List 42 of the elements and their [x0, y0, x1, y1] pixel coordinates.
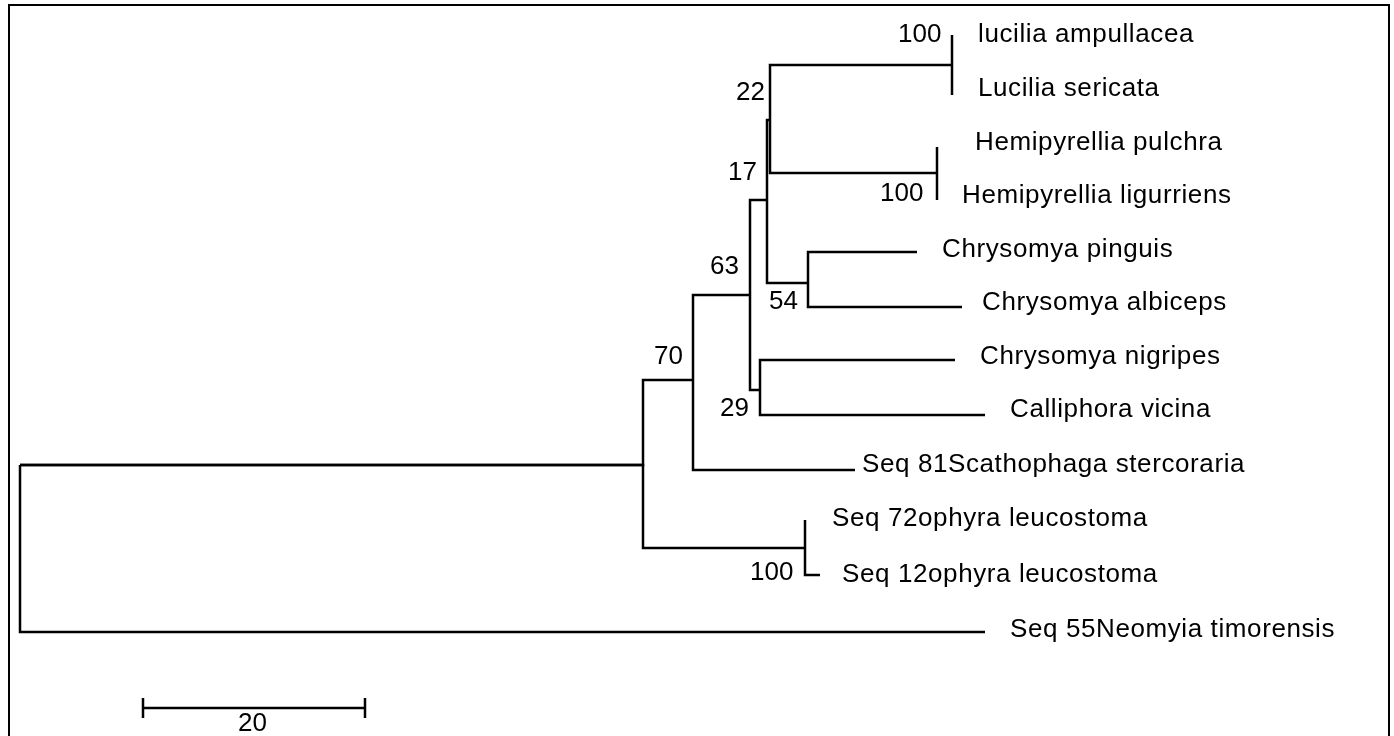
taxon-label: Calliphora vicina — [985, 391, 1211, 425]
taxon-label: lucilia ampullacea — [952, 16, 1195, 50]
bootstrap-value: 22 — [736, 76, 770, 120]
taxon-label: Chrysomya pinguis — [917, 231, 1174, 265]
tree-branch — [758, 390, 985, 417]
tree-branch — [748, 198, 767, 295]
bootstrap-value: 17 — [728, 156, 767, 200]
tree-branch — [768, 120, 937, 175]
tree-branch — [691, 293, 750, 380]
tree-branch — [20, 463, 805, 550]
tree-branch — [806, 283, 962, 309]
tree-branch — [950, 65, 954, 97]
bootstrap-value: 29 — [720, 390, 760, 422]
scale-label: 20 — [238, 708, 267, 736]
taxon-label: Seq 12ophyra leucostoma — [820, 556, 1158, 590]
taxon-label: Lucilia sericata — [952, 70, 1160, 104]
tree-branch — [950, 33, 954, 65]
taxon-label: Seq 81Scathophaga stercoraria — [855, 446, 1246, 480]
tree-branch — [803, 548, 820, 577]
tree-branch — [806, 250, 917, 283]
bootstrap-value: 54 — [769, 283, 808, 315]
tree-branch — [803, 518, 807, 548]
bootstrap-value: 100 — [880, 173, 937, 207]
bootstrap-value: 100 — [898, 18, 952, 65]
bootstrap-value: 63 — [710, 250, 750, 295]
tree-branch — [765, 118, 770, 200]
tree-branch — [935, 173, 939, 202]
tree-branch — [758, 358, 955, 390]
bootstrap-value: 100 — [750, 548, 805, 586]
taxon-label: Seq 55Neomyia timorensis — [985, 611, 1336, 645]
tree-branch — [765, 200, 808, 285]
tree-branch — [18, 465, 985, 634]
tree-branch — [935, 145, 939, 173]
taxon-label: Hemipyrellia ligurriens — [937, 177, 1232, 211]
bootstrap-value: 70 — [654, 340, 693, 380]
taxon-label: Chrysomya nigripes — [955, 338, 1221, 372]
tree-branch — [768, 63, 952, 120]
tree-branch — [748, 295, 760, 392]
taxon-label: Seq 72ophyra leucostoma — [805, 500, 1148, 534]
taxon-label: Hemipyrellia pulchra — [937, 124, 1223, 158]
taxon-label: Chrysomya albiceps — [962, 284, 1227, 318]
tree-branch — [691, 380, 855, 472]
